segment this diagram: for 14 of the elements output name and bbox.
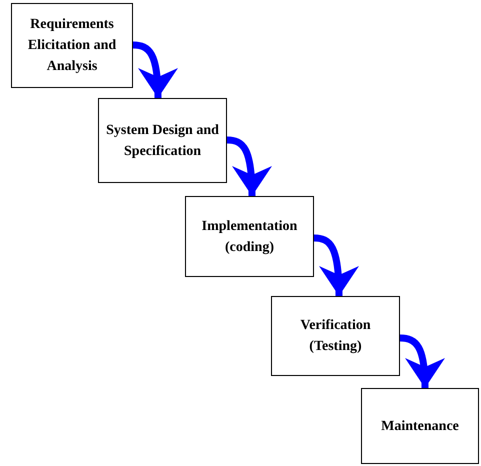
box-label: Implementation (coding) [200,218,298,256]
process-box [271,296,400,376]
process-box [98,98,227,183]
box-label: Maintenance [381,418,459,436]
box-label: Verification (Testing) [299,317,372,356]
process-box [11,3,133,88]
curved-arrow [400,334,444,388]
process-box [361,388,479,464]
box-label: System Design and Specification [105,122,220,160]
curved-arrow [132,42,178,98]
process-box [185,196,314,277]
curved-arrow [314,234,359,296]
box-label: Requirements Elicitation and Analysis [26,16,118,76]
curved-arrow [226,136,272,196]
